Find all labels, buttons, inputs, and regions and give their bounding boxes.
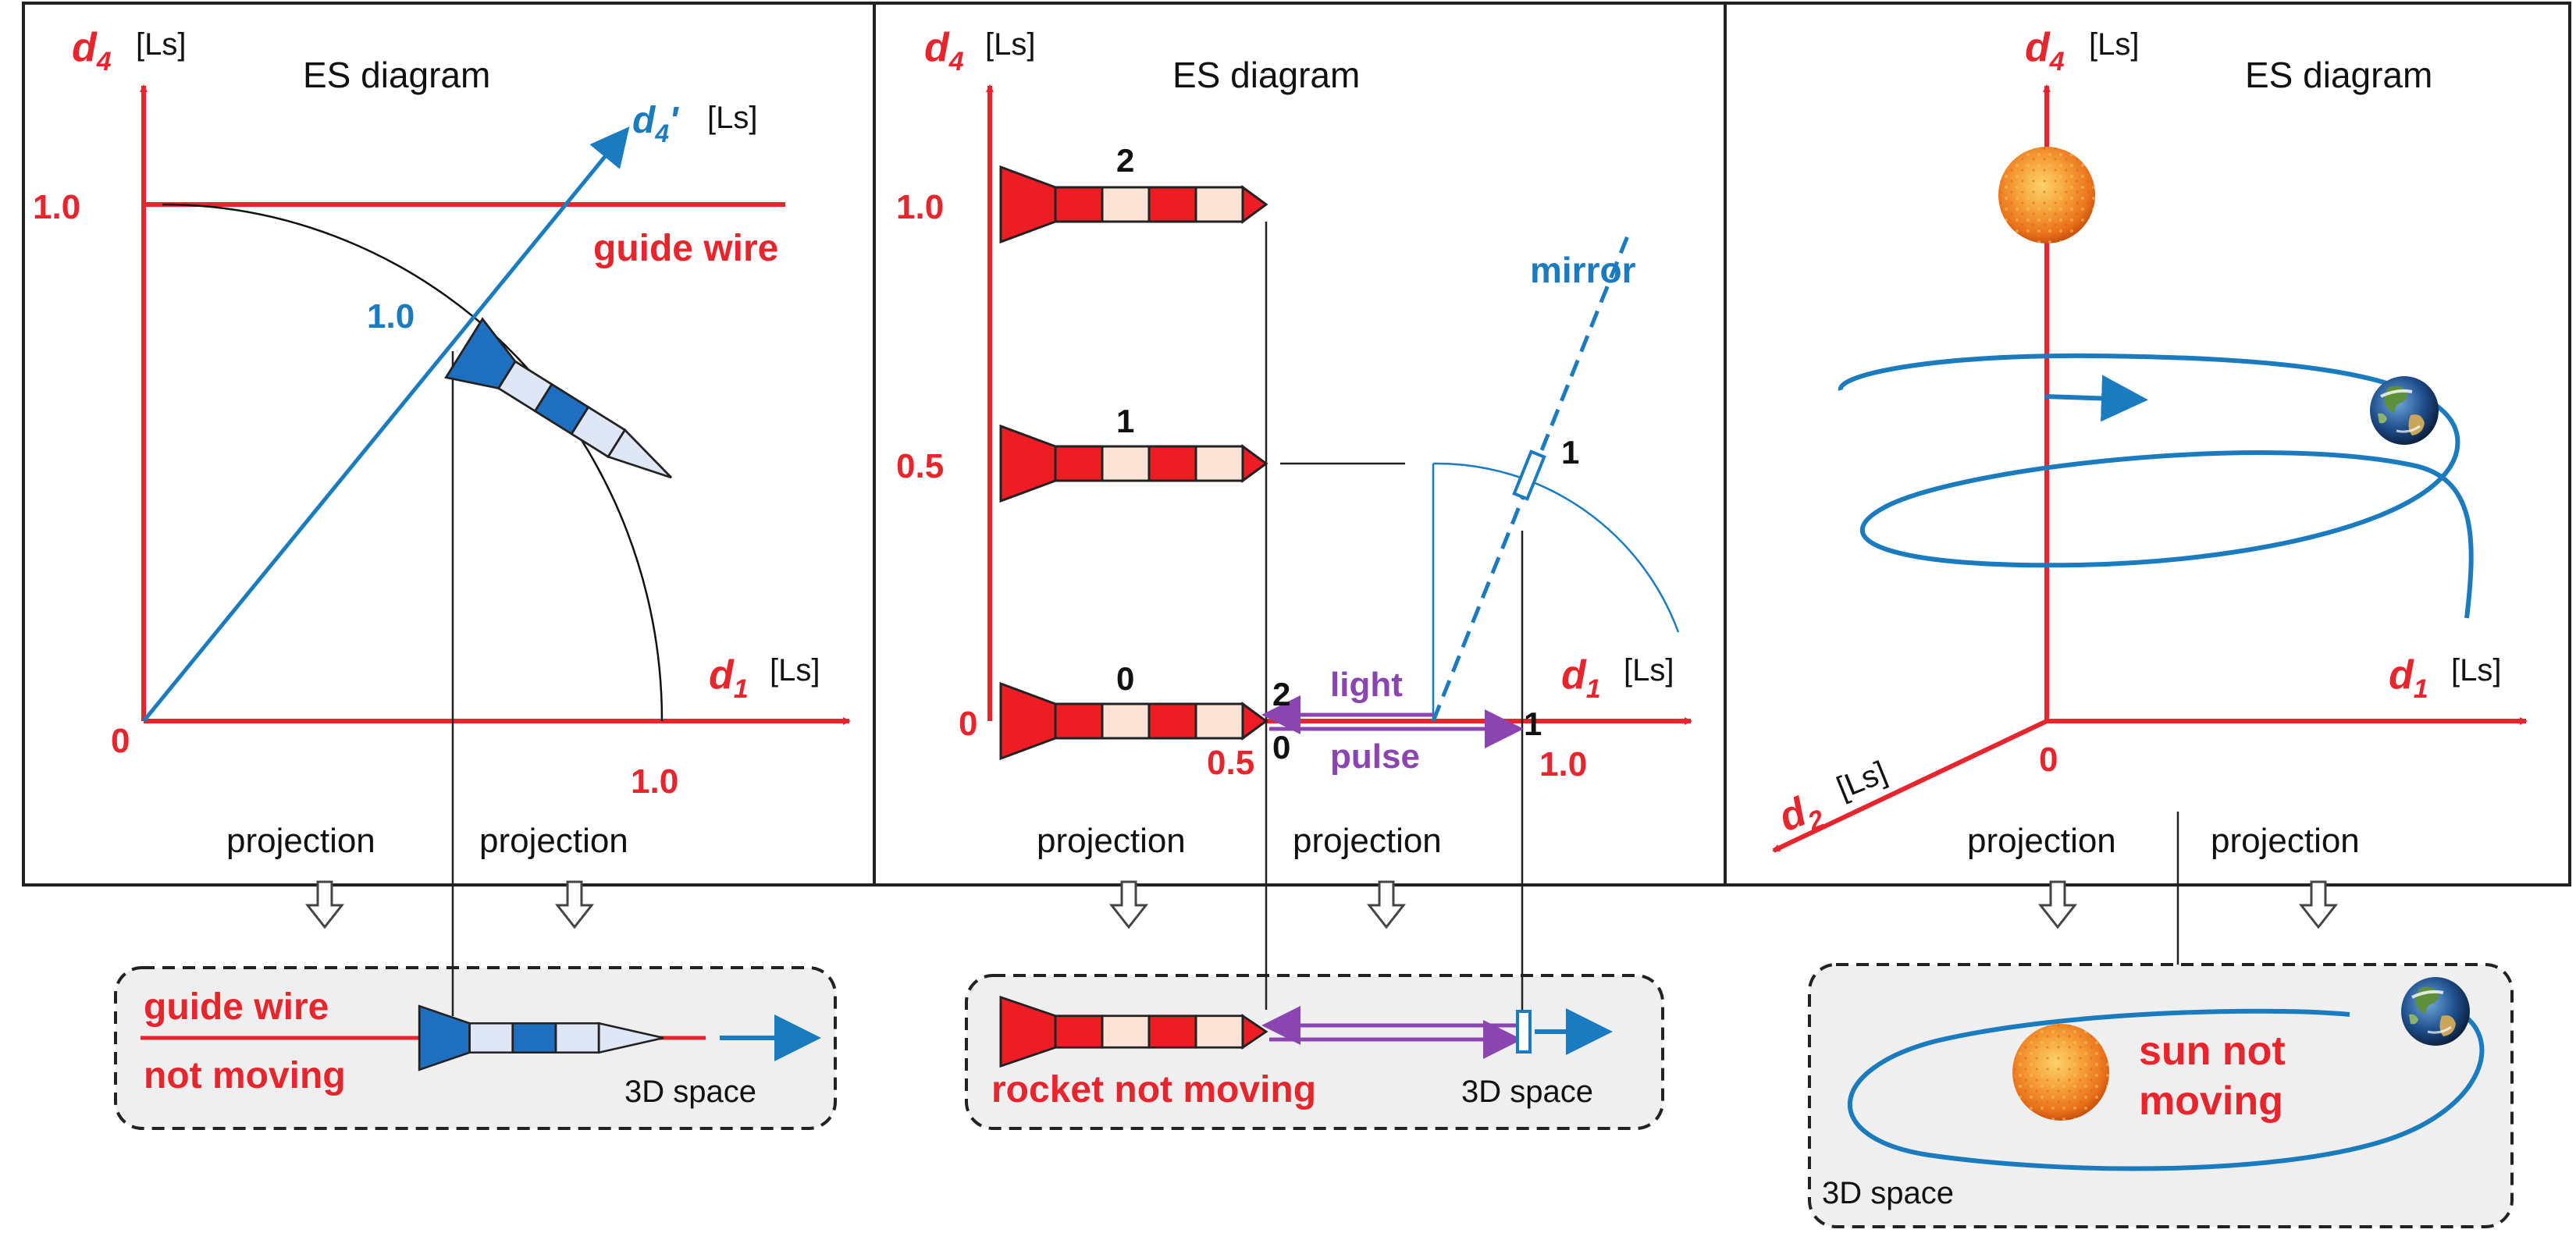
panel2-d1-label: d1 <box>1561 652 1601 704</box>
panel3-d2-axis <box>1772 719 2048 853</box>
panel2-projection-left: projection <box>1037 822 1186 860</box>
panel2-rocket-label-1: 1 <box>1116 403 1134 439</box>
panel1-origin: 0 <box>111 722 130 760</box>
panel1-title: ES diagram <box>303 55 490 95</box>
panel3-box-sun-icon <box>2012 1024 2109 1121</box>
panel3-d1-unit: [Ls] <box>2451 653 2501 688</box>
panel1-box-3d-space: 3D space <box>624 1075 756 1109</box>
panel-3: d4 [Ls] ES diagram d1 [Ls] d2 [Ls] 0 pro… <box>1772 25 2528 1228</box>
panel2-light-label: light <box>1330 666 1403 704</box>
panel3-d1-label: d1 <box>2389 652 2428 704</box>
panel1-x-tick: 1.0 <box>631 762 678 801</box>
panel2-mirror-num: 1 <box>1561 434 1579 471</box>
panel3-box-3d-space: 3D space <box>1822 1176 1954 1210</box>
panel-2: d4 [Ls] ES diagram 1.0 0.5 0 2 1 0 mirro… <box>896 25 1692 1130</box>
panel1-box-line1: guide wire <box>144 986 329 1028</box>
panel2-d1-unit: [Ls] <box>1624 653 1674 688</box>
panel2-mirror-label: mirror <box>1530 250 1636 290</box>
panel3-title: ES diagram <box>2245 55 2432 95</box>
panel1-d1-label: d1 <box>709 652 749 704</box>
panel2-tick-0: 0 <box>959 705 977 743</box>
panel1-box-line2: not moving <box>144 1055 346 1096</box>
panel1-d1-unit: [Ls] <box>770 653 820 688</box>
panel1-d4prime-axis <box>142 126 630 723</box>
panel2-pulse-label: pulse <box>1330 737 1420 776</box>
panel1-tilted-tick: 1.0 <box>367 297 415 336</box>
panel1-d4prime-unit: [Ls] <box>707 101 757 135</box>
panel2-title: ES diagram <box>1172 55 1360 95</box>
panel2-box-mirror-icon <box>1516 1010 1532 1054</box>
panel2-x-05: 0.5 <box>1207 744 1254 782</box>
panel2-calibration-arc <box>1432 462 1680 721</box>
panel2-tick-05: 0.5 <box>896 447 944 485</box>
panel1-d4-label: d4 <box>72 25 112 76</box>
panel2-3d-box <box>965 974 1664 1130</box>
panel3-earth-icon <box>2368 375 2440 446</box>
panel3-sun-icon <box>1998 147 2095 243</box>
panel3-box-line1: sun not <box>2139 1029 2286 1074</box>
panel1-d4prime-label: d4' <box>632 100 679 147</box>
panel2-d4-label: d4 <box>924 25 964 76</box>
panel3-helix-arrow <box>2044 375 2148 422</box>
panel3-origin: 0 <box>2039 741 2058 779</box>
panel2-rocket-label-0: 0 <box>1116 660 1134 697</box>
panel-frame-3 <box>1724 2 2571 887</box>
panel3-projection-arrow-left-icon <box>2039 880 2076 929</box>
panel2-projection-arrow-left-icon <box>1110 880 1147 929</box>
panel2-projection-arrow-right-icon <box>1368 880 1405 929</box>
panel1-d4-unit: [Ls] <box>136 27 186 62</box>
panel3-projection-left: projection <box>1967 822 2116 860</box>
panel2-mirror-worldline <box>1431 233 1631 722</box>
panel2-d4-unit: [Ls] <box>985 27 1035 62</box>
panel1-projection-arrow-right-icon <box>556 880 593 929</box>
panel2-rocket-label-2: 2 <box>1116 142 1134 179</box>
panel3-orbit <box>1848 1008 2485 1171</box>
panel1-projection-arrow-left-icon <box>306 880 343 929</box>
panel3-projection-arrow-right-icon <box>2300 880 2337 929</box>
panel2-projection-right: projection <box>1293 822 1442 860</box>
panel3-projection-right: projection <box>2211 822 2360 860</box>
panel3-box-line2: moving <box>2139 1078 2283 1124</box>
panel2-end-num: 1 <box>1524 705 1542 742</box>
panel1-guide-wire-label: guide wire <box>593 228 778 269</box>
panel-1: d4 [Ls] ES diagram d4' [Ls] 1.0 guide wi… <box>33 25 851 1130</box>
panel3-d4-label: d4 <box>2025 25 2065 76</box>
panel-frame-1 <box>22 2 876 887</box>
panel3-d4-unit: [Ls] <box>2089 27 2139 62</box>
panel2-box-text: rocket not moving <box>991 1069 1316 1110</box>
panel2-box-3d-space: 3D space <box>1461 1075 1593 1109</box>
panel1-projection-right: projection <box>479 822 628 860</box>
panel1-tick-10: 1.0 <box>33 188 80 226</box>
panel2-start-top: 2 <box>1272 676 1290 712</box>
panel2-tick-10: 1.0 <box>896 188 944 226</box>
panel1-tilted-rocket-icon <box>444 318 691 508</box>
panel2-x-10: 1.0 <box>1539 745 1587 784</box>
panel3-earth-helix <box>1838 353 2474 619</box>
panel1-projection-left: projection <box>226 822 375 860</box>
panel2-mirror-icon <box>1512 449 1546 501</box>
panel2-start-bottom: 0 <box>1272 729 1290 766</box>
panel3-box-earth-icon <box>2400 975 2471 1047</box>
panel1-calibration-arc <box>162 203 664 722</box>
